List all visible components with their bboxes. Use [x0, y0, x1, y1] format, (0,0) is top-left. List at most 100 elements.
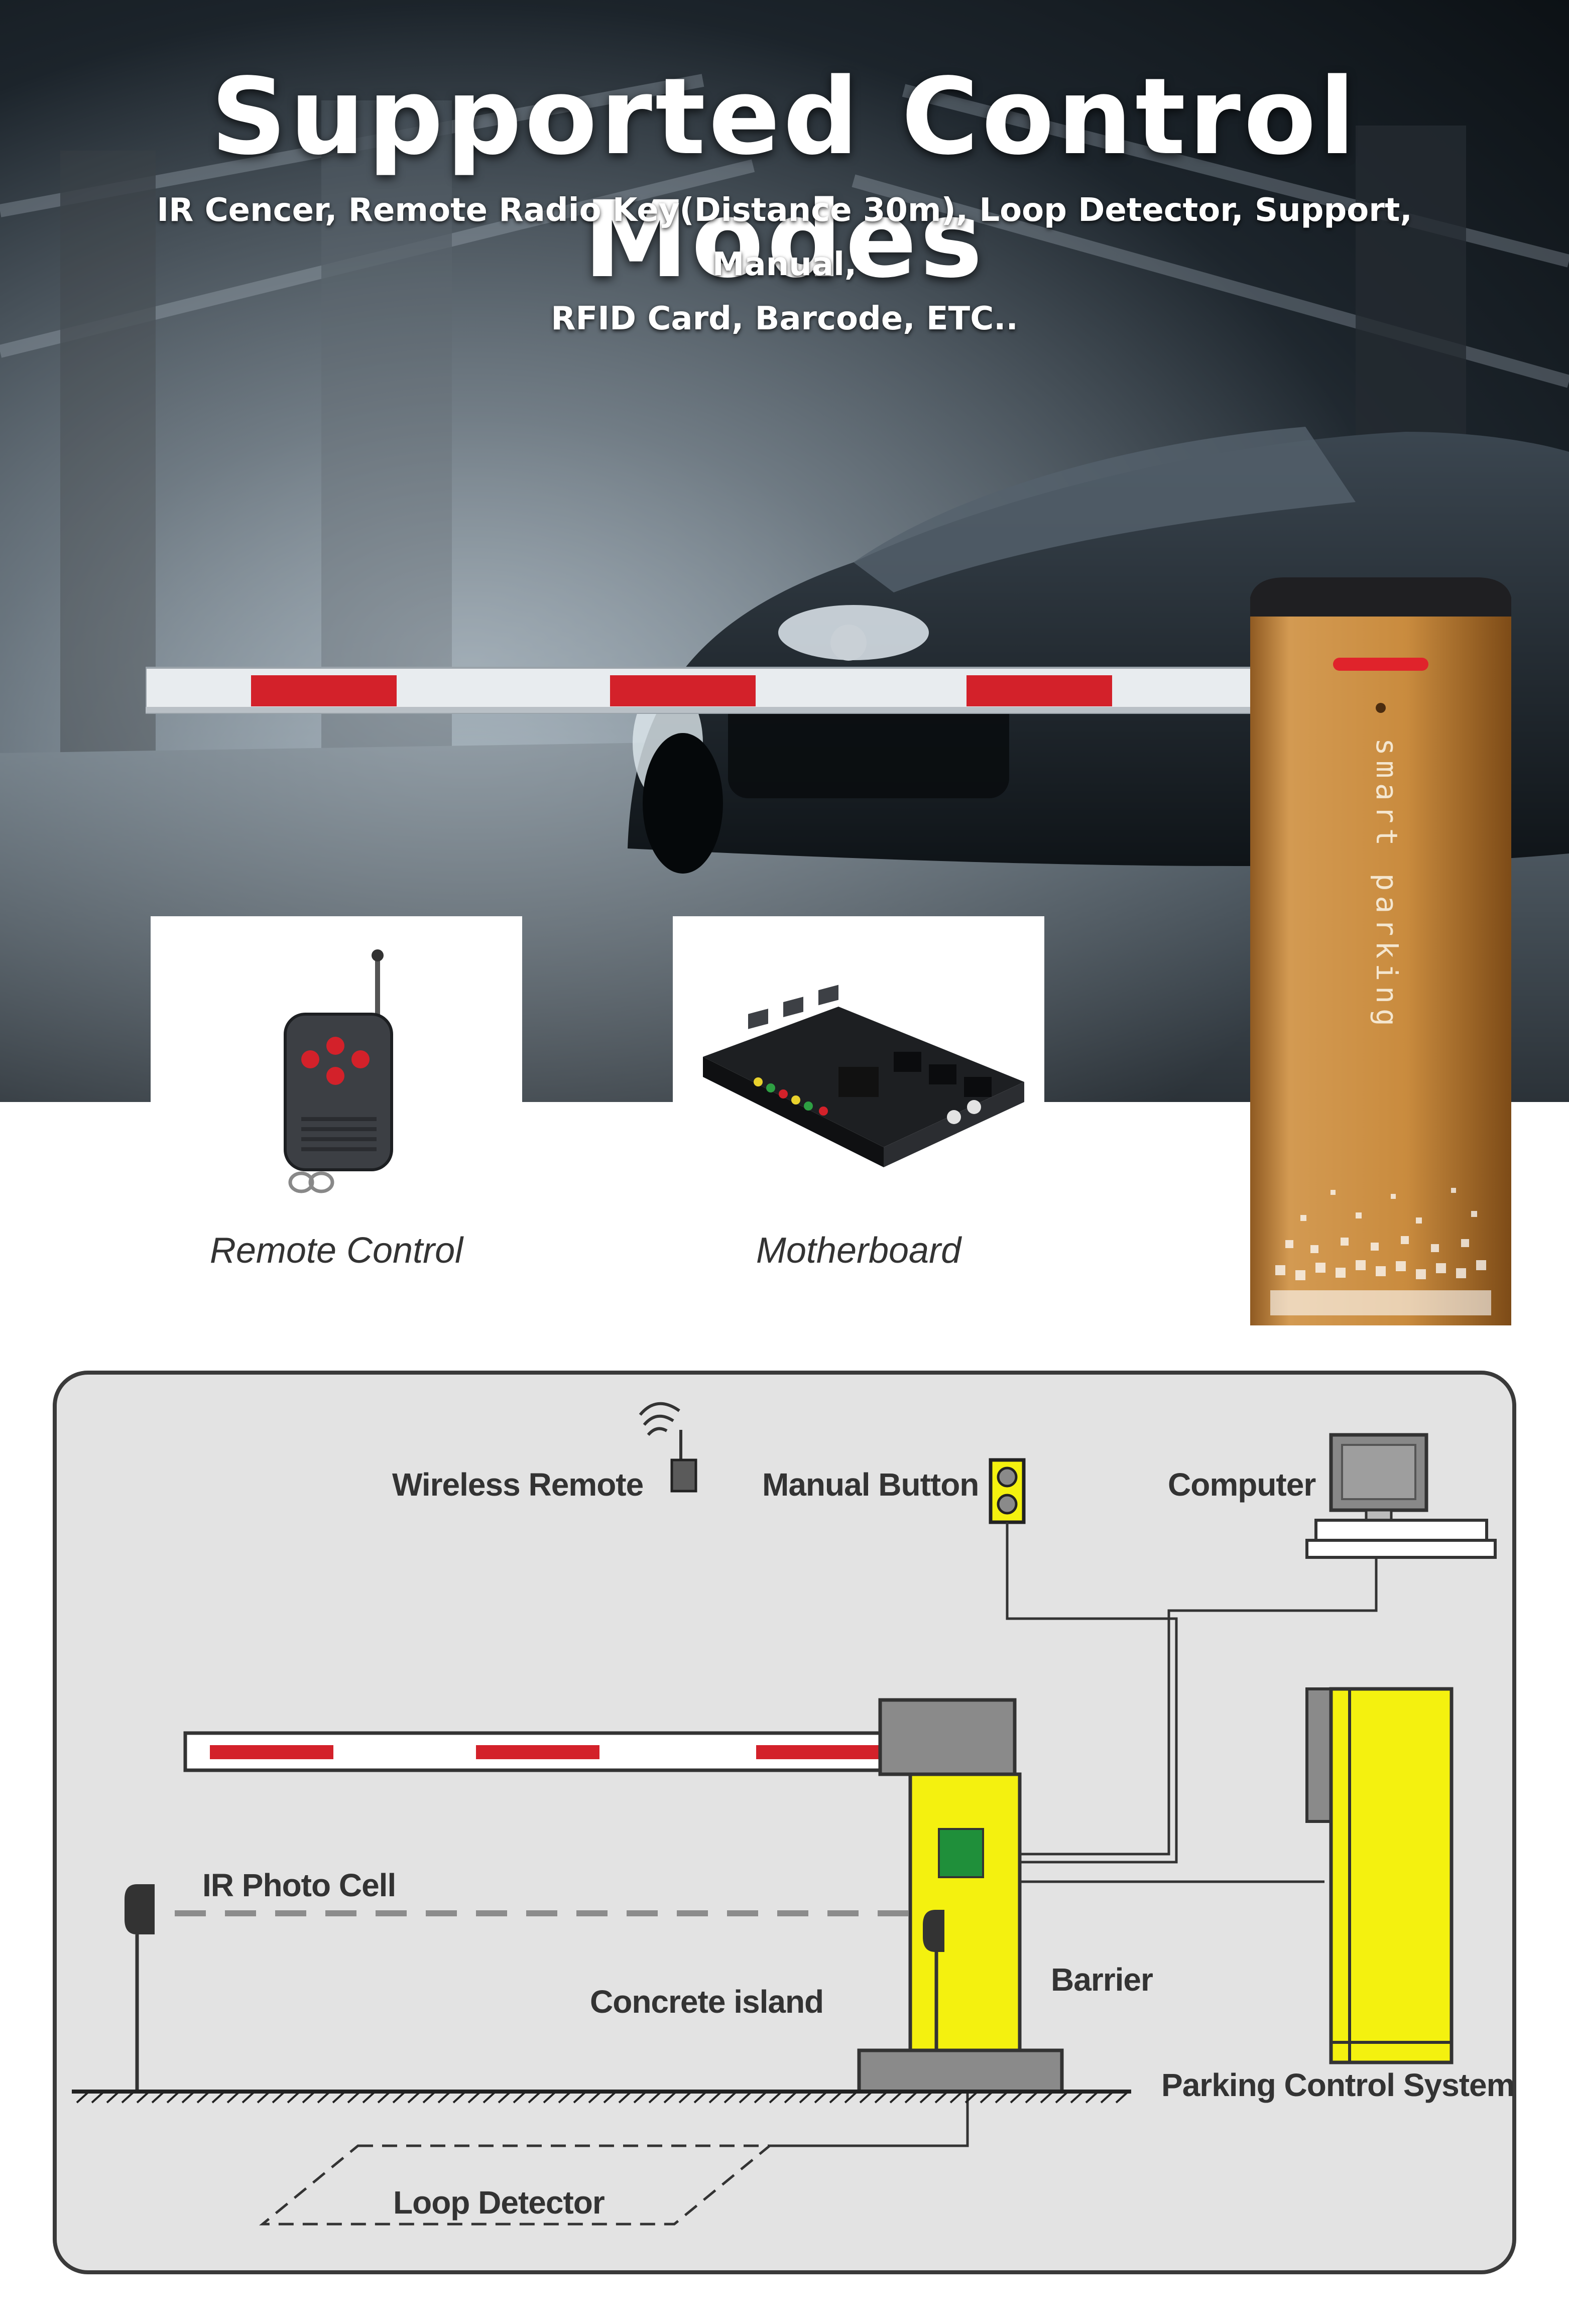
gate-pattern — [1270, 1188, 1491, 1315]
barrier-gate-icon: smart parking — [1250, 577, 1511, 1325]
hatch-mark — [859, 2092, 872, 2104]
hatch-mark — [437, 2092, 450, 2104]
reflective-strip — [756, 1745, 880, 1759]
computer-icon — [1305, 1433, 1497, 1559]
reflective-strip — [610, 675, 756, 706]
reflective-strip — [210, 1745, 333, 1759]
loop-detector-label: Loop Detector — [393, 2184, 605, 2221]
hatch-mark — [362, 2092, 375, 2104]
hatch-mark — [919, 2092, 932, 2104]
hatch-mark — [1100, 2092, 1113, 2104]
ir-photo-cell-icon — [125, 1884, 910, 2090]
hatch-mark — [618, 2092, 631, 2104]
hatch-mark — [302, 2092, 315, 2104]
hatch-mark — [482, 2092, 496, 2104]
manual-button-icon — [989, 1458, 1026, 1524]
reflective-strip — [967, 675, 1112, 706]
hatch-mark — [121, 2092, 134, 2104]
concrete-island-label: Concrete island — [590, 1984, 824, 2020]
hatch-mark — [964, 2092, 978, 2104]
loop-detector-icon — [259, 2144, 773, 2226]
barrier-arm-photo — [146, 667, 1265, 714]
barrier-label: Barrier — [1051, 1962, 1153, 1998]
wireless-remote-icon — [639, 1402, 697, 1493]
reflective-strip — [251, 675, 397, 706]
hatch-mark — [181, 2092, 194, 2104]
hatch-mark — [980, 2092, 993, 2104]
page-subtitle: IR Cencer, Remote Radio Key(Distance 30m… — [80, 183, 1489, 346]
hatch-mark — [543, 2092, 556, 2104]
hatch-mark — [211, 2092, 224, 2104]
hatch-mark — [558, 2092, 571, 2104]
hatch-mark — [678, 2092, 691, 2104]
hatch-mark — [708, 2092, 721, 2104]
hatch-mark — [166, 2092, 179, 2104]
hatch-mark — [648, 2092, 661, 2104]
remote-control-caption: Remote Control — [209, 1231, 463, 1271]
hatch-mark — [392, 2092, 405, 2104]
parking-control-system-label: Parking Control System — [1161, 2067, 1515, 2103]
page-title: Supported Control Modes — [210, 55, 1359, 301]
motherboard-card — [673, 916, 1044, 1197]
hatch-mark — [151, 2092, 164, 2104]
hatch-mark — [949, 2092, 962, 2104]
hatch-mark — [693, 2092, 706, 2104]
hatch-mark — [739, 2092, 752, 2104]
hatch-mark — [452, 2092, 465, 2104]
hatch-mark — [196, 2092, 209, 2104]
hatch-mark — [332, 2092, 345, 2104]
wireless-remote-label: Wireless Remote — [392, 1466, 644, 1503]
diagram-drawing — [72, 1402, 1497, 2226]
hatch-mark — [829, 2092, 842, 2104]
hatch-mark — [754, 2092, 767, 2104]
hatch-mark — [136, 2092, 149, 2104]
hatch-mark — [1025, 2092, 1038, 2104]
hatch-mark — [904, 2092, 917, 2104]
barrier-body-icon — [857, 1698, 1064, 2094]
hatch-mark — [1010, 2092, 1023, 2104]
hatch-mark — [1070, 2092, 1083, 2104]
hatch-mark — [1115, 2092, 1128, 2104]
hatch-mark — [1055, 2092, 1068, 2104]
motherboard-icon — [703, 985, 1024, 1167]
hatch-mark — [603, 2092, 616, 2104]
hatch-mark — [1085, 2092, 1098, 2104]
hatch-mark — [76, 2092, 89, 2104]
hatch-mark — [347, 2092, 360, 2104]
reflective-strip — [476, 1745, 599, 1759]
hatch-mark — [317, 2092, 330, 2104]
remote-control-icon — [284, 949, 393, 1193]
hatch-mark — [995, 2092, 1008, 2104]
hatch-mark — [588, 2092, 601, 2104]
hatch-mark — [407, 2092, 420, 2104]
hatch-mark — [723, 2092, 737, 2104]
hatch-mark — [934, 2092, 947, 2104]
hatch-mark — [663, 2092, 676, 2104]
parking-control-cabinet-icon — [1305, 1687, 1454, 2064]
hatch-mark — [498, 2092, 511, 2104]
barrier-gate-cabinet: smart parking — [1240, 577, 1521, 1325]
hatch-mark — [287, 2092, 300, 2104]
hatch-mark — [769, 2092, 782, 2104]
ir-photo-cell-label: IR Photo Cell — [202, 1867, 396, 1903]
hatch-mark — [784, 2092, 797, 2104]
hatch-mark — [814, 2092, 827, 2104]
hatch-mark — [226, 2092, 239, 2104]
motherboard-caption: Motherboard — [756, 1231, 961, 1271]
barrier-arm-diagram — [183, 1731, 997, 1772]
hatch-mark — [422, 2092, 435, 2104]
hatch-mark — [889, 2092, 902, 2104]
hatch-mark — [106, 2092, 119, 2104]
hatch-mark — [257, 2092, 270, 2104]
subtitle-line: IR Cencer, Remote Radio Key(Distance 30m… — [157, 192, 1412, 283]
hatch-mark — [272, 2092, 285, 2104]
system-diagram: Wireless Remote Manual Button Computer I… — [53, 1371, 1516, 2274]
manual-button-label: Manual Button — [762, 1466, 979, 1503]
hatch-mark — [467, 2092, 480, 2104]
hatch-mark — [573, 2092, 586, 2104]
hatch-mark — [513, 2092, 526, 2104]
gate-brand-text: smart parking — [1370, 738, 1404, 1031]
hatch-mark — [242, 2092, 255, 2104]
subtitle-line: RFID Card, Barcode, ETC.. — [551, 300, 1018, 337]
hatch-mark — [528, 2092, 541, 2104]
